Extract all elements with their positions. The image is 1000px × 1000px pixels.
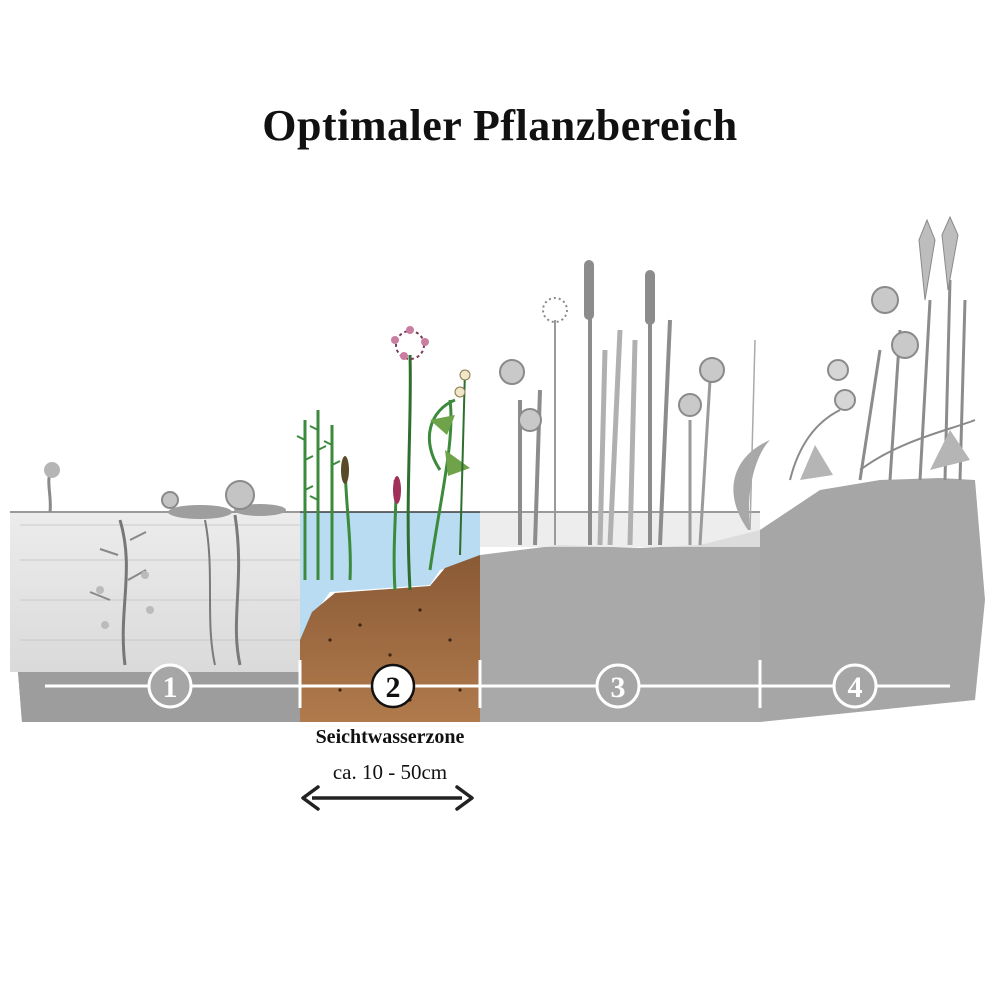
zone-marker-3: 3 <box>595 663 641 709</box>
highlight-zone-name: Seichtwasserzone <box>315 726 465 748</box>
width-double-arrow <box>301 785 474 811</box>
zone-marker-2: 2 <box>370 663 416 709</box>
bank-zone <box>760 215 985 722</box>
zone-number-2: 2 <box>386 671 401 704</box>
zone-number-4: 4 <box>848 671 863 704</box>
shallow-water-zone <box>296 326 480 722</box>
zone-marker-1: 1 <box>147 663 193 709</box>
zone-scale: 1 2 3 4 <box>18 660 950 722</box>
zone-number-1: 1 <box>163 671 178 704</box>
zone-number-3: 3 <box>611 671 626 704</box>
zone-marker-4: 4 <box>832 663 878 709</box>
diagram-title: Optimaler Pflanzbereich <box>262 101 738 150</box>
marsh-zone <box>480 260 770 722</box>
highlight-zone-depth: ca. 10 - 50cm <box>332 760 448 784</box>
